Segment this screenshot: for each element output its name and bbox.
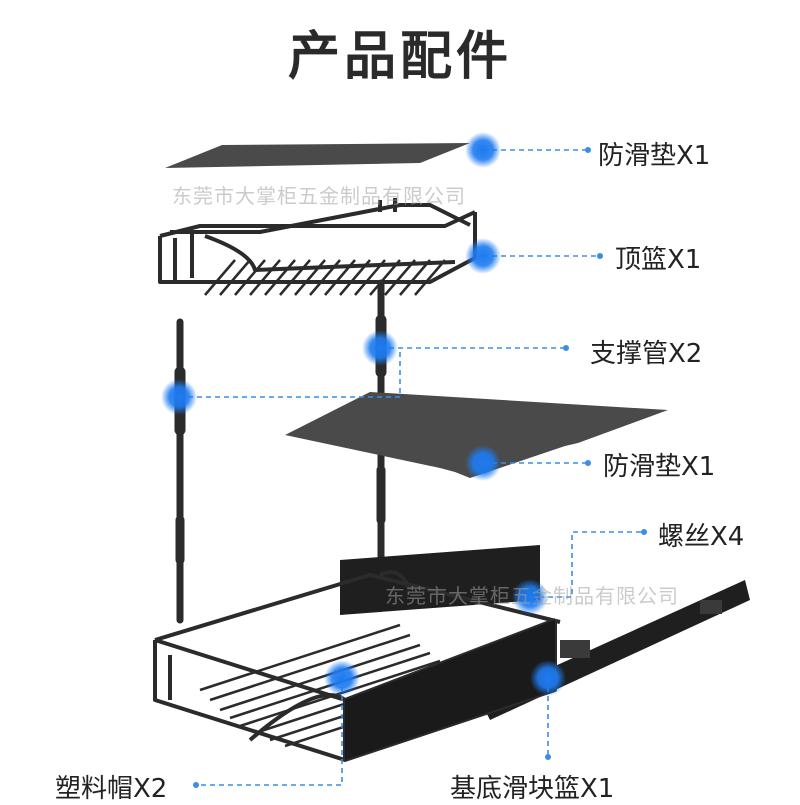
callout-dots <box>161 132 566 696</box>
part-label: 螺丝X4 <box>658 522 745 552</box>
part-label: 防滑垫X1 <box>598 141 711 171</box>
part-label: 塑料帽X2 <box>55 774 168 804</box>
callout-dot-icon <box>362 330 398 366</box>
callout-dot-icon <box>530 660 566 696</box>
callout-dot-icon <box>161 379 197 415</box>
callout-dot-icon <box>465 132 501 168</box>
watermark: 东莞市大掌柜五金制品有限公司 <box>172 184 466 208</box>
part-label: 防滑垫X1 <box>603 452 716 482</box>
page-title: 产品配件 <box>287 27 512 87</box>
watermark: 东莞市大掌柜五金制品有限公司 <box>385 584 679 608</box>
part-label: 支撑管X2 <box>590 339 703 369</box>
callout-dot-icon <box>465 238 501 274</box>
callout-dot-icon <box>512 579 548 615</box>
callout-dot-icon <box>324 660 360 696</box>
part-label: 顶篮X1 <box>615 245 702 275</box>
part-label: 基底滑块篮X1 <box>450 774 615 804</box>
top-basket-grid <box>204 259 446 296</box>
leader-line-ends <box>193 147 647 788</box>
callout-dot-icon <box>465 445 501 481</box>
base-basket-front-panel <box>345 620 555 760</box>
bottom-anti-slip-mat <box>285 392 668 478</box>
top-anti-slip-mat <box>165 143 470 168</box>
